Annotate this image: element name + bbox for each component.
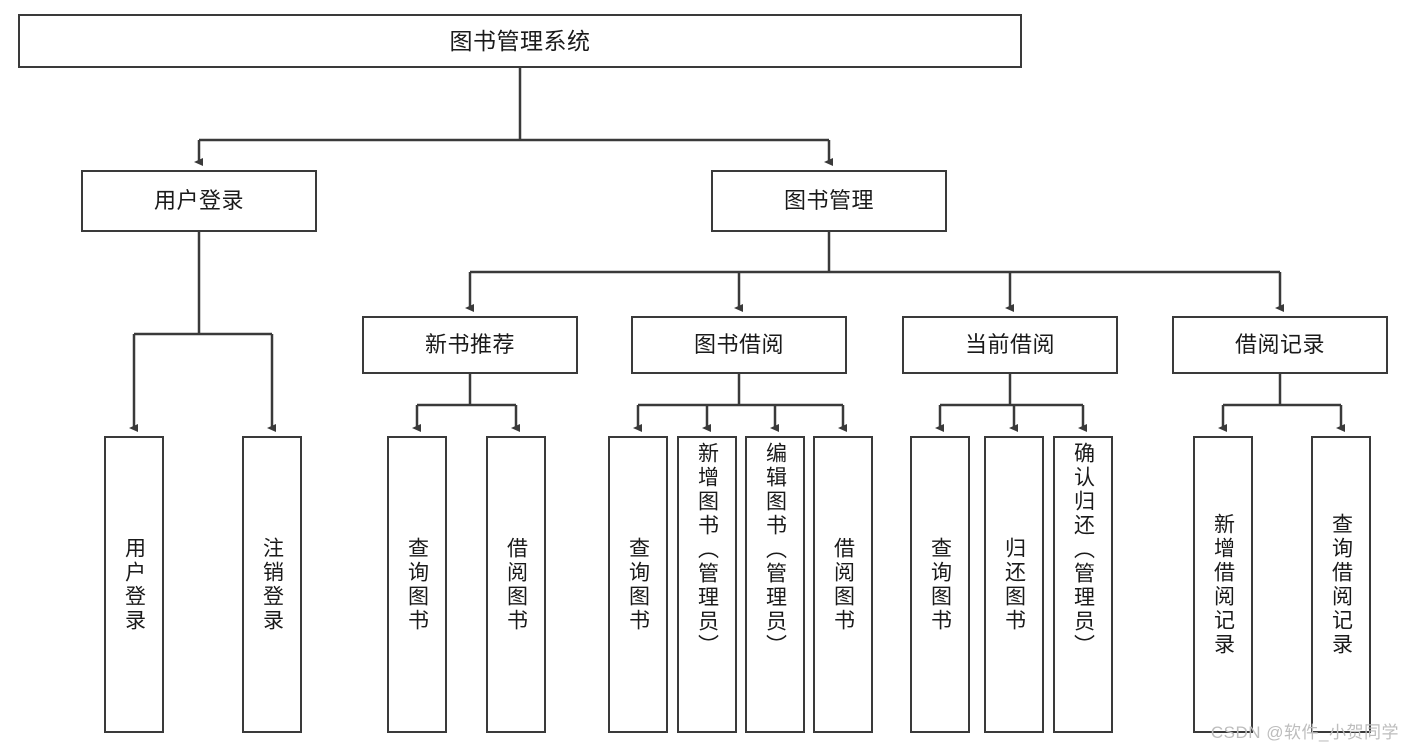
node-leaf-user-login[interactable]: 用户登录	[104, 436, 164, 733]
node-label: 图书管理系统	[449, 27, 591, 54]
node-label: 借阅图书	[504, 536, 528, 633]
node-label: 图书借阅	[693, 332, 784, 358]
node-leaf-edit-book-admin[interactable]: 编辑图书（管理员）	[745, 436, 805, 733]
node-label: 注销登录	[260, 536, 284, 633]
node-leaf-query-book-current[interactable]: 查询图书	[910, 436, 970, 733]
node-label: 借阅图书	[831, 536, 855, 633]
node-leaf-borrow-book[interactable]: 借阅图书	[813, 436, 873, 733]
csdn-watermark: CSDN @软件_小贺同学	[1210, 723, 1399, 742]
node-label: 查询图书	[928, 536, 952, 633]
node-label: 图书管理	[783, 188, 874, 214]
node-book-borrow[interactable]: 图书借阅	[631, 316, 847, 374]
node-user-login[interactable]: 用户登录	[81, 170, 317, 232]
node-label: 当前借阅	[964, 332, 1055, 358]
node-label: 查询借阅记录	[1329, 512, 1353, 657]
node-root-system[interactable]: 图书管理系统	[18, 14, 1022, 68]
node-book-manage[interactable]: 图书管理	[711, 170, 947, 232]
node-label: 借阅记录	[1234, 332, 1325, 358]
node-label: 归还图书	[1002, 536, 1026, 633]
node-leaf-query-book-recommend[interactable]: 查询图书	[387, 436, 447, 733]
node-leaf-borrow-book-recommend[interactable]: 借阅图书	[486, 436, 546, 733]
node-leaf-query-book-borrow[interactable]: 查询图书	[608, 436, 668, 733]
node-leaf-logout[interactable]: 注销登录	[242, 436, 302, 733]
node-label: 查询图书	[405, 536, 429, 633]
node-label: 新增图书（管理员）	[695, 442, 719, 658]
node-label: 查询图书	[626, 536, 650, 633]
node-leaf-confirm-return-admin[interactable]: 确认归还（管理员）	[1053, 436, 1113, 733]
node-label: 用户登录	[153, 188, 244, 214]
node-label: 用户登录	[122, 536, 146, 633]
node-leaf-add-book-admin[interactable]: 新增图书（管理员）	[677, 436, 737, 733]
node-label: 确认归还（管理员）	[1071, 442, 1095, 658]
node-new-book-recommend[interactable]: 新书推荐	[362, 316, 578, 374]
node-borrow-record[interactable]: 借阅记录	[1172, 316, 1388, 374]
node-leaf-query-borrow-record[interactable]: 查询借阅记录	[1311, 436, 1371, 733]
node-leaf-return-book[interactable]: 归还图书	[984, 436, 1044, 733]
node-label: 新增借阅记录	[1211, 512, 1235, 657]
node-label: 编辑图书（管理员）	[763, 442, 787, 658]
node-current-borrow[interactable]: 当前借阅	[902, 316, 1118, 374]
node-label: 新书推荐	[424, 332, 515, 358]
node-leaf-add-borrow-record[interactable]: 新增借阅记录	[1193, 436, 1253, 733]
